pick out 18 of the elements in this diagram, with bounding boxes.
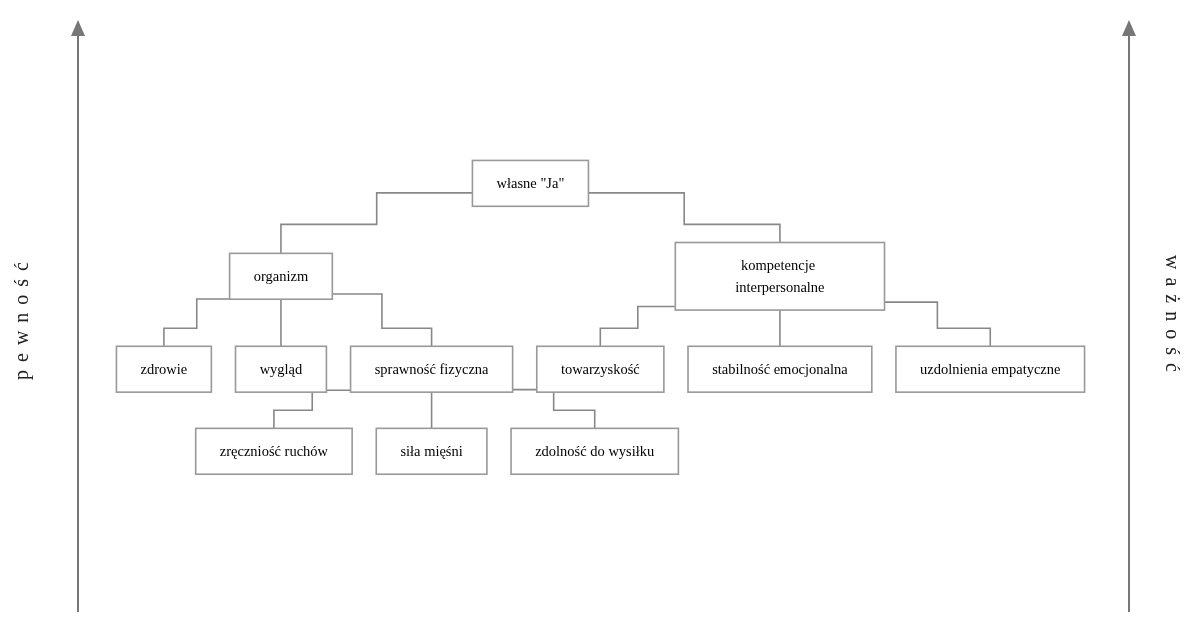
connector	[430, 391, 433, 429]
node-box: zręczniość ruchów	[194, 427, 353, 475]
axis-label: ważność	[1161, 254, 1184, 380]
node-box: towarzyskość	[535, 345, 665, 393]
node-box: kompetencje interpersonalne	[674, 241, 886, 311]
connector	[280, 298, 282, 347]
axis-label: pewność	[10, 254, 33, 380]
node-box: stabilność emocjonalna	[687, 345, 873, 393]
connector	[779, 308, 781, 347]
node-box: sprawność fizyczna	[349, 345, 514, 393]
node-box: własne "Ja"	[471, 159, 590, 207]
connector	[163, 297, 231, 347]
node-box: siła mięśni	[375, 427, 488, 475]
node-box: zdrowie	[115, 345, 213, 393]
node-box: wygląd	[234, 345, 328, 393]
node-box: uzdolnienia empatyczne	[895, 345, 1086, 393]
node-box: zdolność do wysiłku	[510, 427, 680, 475]
node-box: organizm	[228, 252, 334, 300]
